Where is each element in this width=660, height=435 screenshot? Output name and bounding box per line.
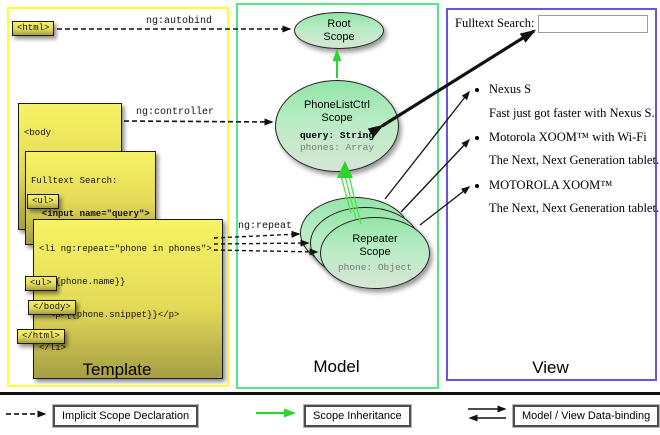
view-fulltext-label: Fulltext Search: xyxy=(455,16,535,30)
scope-name: Scope xyxy=(359,245,391,258)
legend-databinding-box: Model / View Data-binding xyxy=(511,404,660,428)
scope-name: Scope xyxy=(321,111,353,124)
html-close-box: </html> xyxy=(17,329,65,344)
template-title: Template xyxy=(82,360,152,379)
ng-autobind-label: ng:autobind xyxy=(146,16,213,27)
model-panel xyxy=(236,3,439,389)
li-repeat-box: <li ng:repeat="phone in phones"> {{phone… xyxy=(33,219,223,379)
code-line: <p>{{phone.snippet}}</p> xyxy=(39,310,180,320)
code-line: <li ng:repeat="phone in phones"> xyxy=(39,244,212,254)
template-panel xyxy=(7,7,229,387)
legend-scope-inheritance-box: Scope Inheritance xyxy=(303,404,412,428)
scope-name: PhoneListCtrl xyxy=(303,98,371,111)
scope-name: Root xyxy=(327,17,351,30)
code-line: Fulltext Search: xyxy=(31,176,118,186)
phone-desc: The Next, Next Generation tablet. xyxy=(489,153,660,167)
view-title: View xyxy=(532,358,569,377)
phone-title: Nexus S xyxy=(489,82,532,96)
legend-implicit-scope-box: Implicit Scope Declaration xyxy=(51,404,200,428)
ng-controller-label: ng:controller xyxy=(136,107,215,118)
code-line: </li> xyxy=(39,343,67,353)
model-title: Model xyxy=(313,357,360,376)
scope-name: Scope xyxy=(323,30,355,43)
scope-name: Repeater xyxy=(352,232,398,245)
phone-desc: The Next, Next Generation tablet. xyxy=(489,201,660,215)
list-bullet xyxy=(475,136,479,140)
legend-separator xyxy=(0,392,660,395)
fulltext-search-input[interactable] xyxy=(538,15,648,33)
phonelistctrl-scope-ellipse: PhoneListCtrl Scope query: String phones… xyxy=(275,80,399,172)
phone-title: Motorola XOOM™ with Wi-Fi xyxy=(489,130,647,144)
code-line: {{phone.name}} xyxy=(39,277,126,287)
html-open-box: <html> xyxy=(12,21,55,36)
code-line: <body xyxy=(24,128,52,138)
scope-prop: phone: Object xyxy=(337,261,413,273)
code-line: <input name="query"> xyxy=(31,209,150,219)
phone-title: MOTOROLA XOOM™ xyxy=(489,178,613,192)
list-bullet xyxy=(475,88,479,92)
ul-open-box: <ul> xyxy=(27,194,59,209)
list-bullet xyxy=(475,184,479,188)
ng-repeat-label: ng:repeat xyxy=(238,221,293,232)
view-panel xyxy=(446,8,657,381)
root-scope-ellipse: Root Scope xyxy=(294,12,384,49)
body-close-box: </body> xyxy=(28,300,76,315)
phone-desc: Fast just got faster with Nexus S. xyxy=(489,106,655,120)
ul-close-box: <ul> xyxy=(25,276,57,291)
scope-prop: phones: Array xyxy=(299,141,375,153)
scope-prop: query: String xyxy=(299,129,375,141)
repeater-scope-ellipse: Repeater Scope phone: Object xyxy=(320,217,430,289)
